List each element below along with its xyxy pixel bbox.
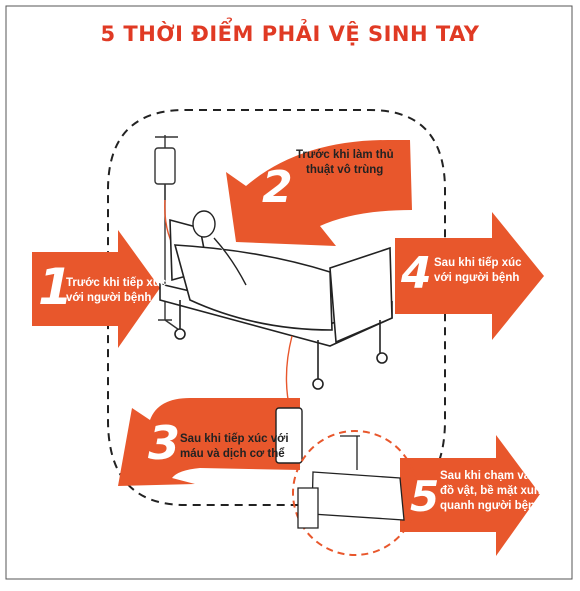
moment-1-line-2: với người bệnh	[66, 292, 152, 304]
moment-5-line-1: Sau khi chạm vào	[440, 470, 538, 482]
surroundings-zone-dashed-circle	[292, 430, 418, 556]
moment-4-label: Sau khi tiếp xúc với người bệnh	[434, 256, 522, 286]
moment-2-line-2: thuật vô trùng	[306, 164, 384, 176]
arrow-1	[32, 230, 160, 348]
moment-2-number: 2	[262, 162, 293, 213]
outer-border	[5, 5, 573, 580]
moment-1-line-1: Trước khi tiếp xúc	[66, 277, 167, 289]
page-title: 5 THỜI ĐIỂM PHẢI VỆ SINH TAY	[100, 22, 480, 46]
moment-1-number: 1	[38, 258, 73, 316]
moment-5-label: Sau khi chạm vào đồ vật, bề mặt xung qua…	[440, 469, 548, 514]
moment-2-label: Trước khi làm thủ thuật vô trùng	[296, 148, 394, 178]
moment-4-line-1: Sau khi tiếp xúc	[434, 257, 522, 269]
bedside-furniture	[297, 435, 405, 529]
moment-3-line-1: Sau khi tiếp xúc với	[180, 433, 289, 445]
moment-3-label: Sau khi tiếp xúc với máu và dịch cơ thể	[180, 432, 289, 462]
arrow-3	[118, 398, 300, 486]
patient	[192, 210, 247, 286]
moment-5-number: 5	[410, 472, 440, 521]
arrow-2	[226, 140, 412, 246]
hospital-bed	[159, 218, 393, 390]
patient-zone-dashed-outline	[107, 109, 446, 506]
moment-4-line-2: với người bệnh	[434, 272, 520, 284]
moment-4-number: 4	[401, 248, 432, 299]
moment-3-line-2: máu và dịch cơ thể	[180, 448, 285, 460]
arrow-5	[400, 435, 540, 556]
drain-bag	[275, 335, 303, 464]
moment-3-number: 3	[148, 416, 181, 470]
arrow-4	[395, 212, 544, 340]
moment-5-line-2: đồ vật, bề mặt xung	[440, 485, 548, 497]
moment-2-line-1: Trước khi làm thủ	[296, 149, 394, 161]
moment-1-label: Trước khi tiếp xúc với người bệnh	[66, 276, 166, 306]
moment-5-line-3: quanh người bệnh	[440, 500, 543, 512]
